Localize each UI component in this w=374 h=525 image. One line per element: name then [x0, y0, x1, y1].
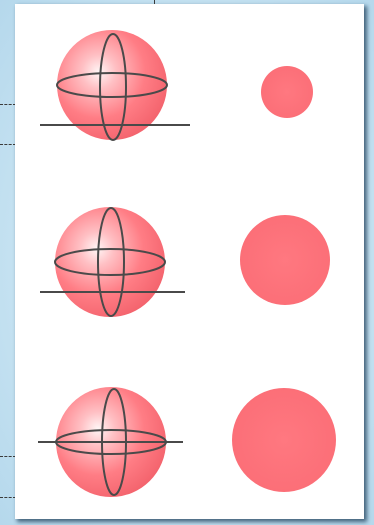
- cross-section-disc-medium: [240, 215, 330, 305]
- sphere-body: [55, 207, 165, 317]
- cross-section-disc-large: [232, 388, 336, 492]
- sphere-bottom: [38, 387, 183, 497]
- cross-section-disc-small: [261, 66, 313, 118]
- sphere-middle: [40, 207, 185, 317]
- sphere-top: [40, 30, 190, 140]
- sphere-body: [57, 30, 167, 140]
